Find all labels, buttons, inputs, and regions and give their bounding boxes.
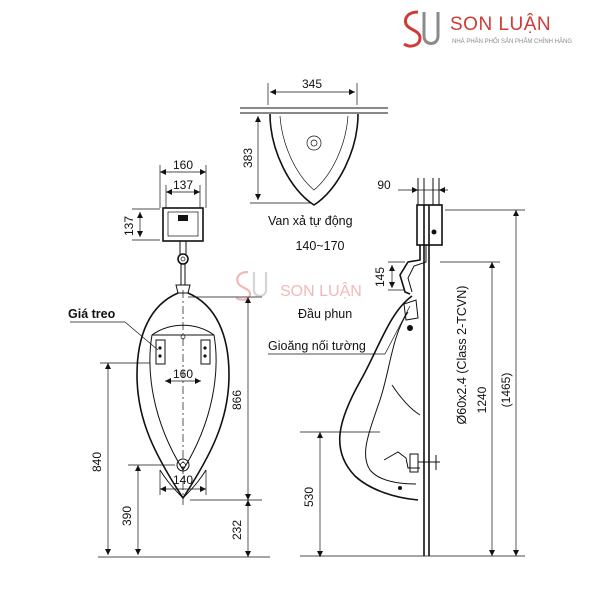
label-flush-valve: Van xả tự động: [268, 214, 353, 228]
brand-header: SON LUẬN NHÀ PHÂN PHỐI SẢN PHẨM CHÍNH HÃ…: [398, 6, 596, 54]
label-spray-head: Đầu phun: [298, 307, 352, 321]
dim-pipe-height: 1240: [475, 386, 489, 413]
dim-outlet-width: 140: [173, 473, 193, 487]
dim-bottom-gap: 232: [230, 520, 244, 540]
dim-top-width: 345: [302, 77, 322, 91]
label-pipe-spec: Ø60x2.4 (Class 2-TCVN): [455, 286, 469, 425]
dim-top-depth: 383: [241, 148, 255, 168]
dim-bowl-height: 866: [230, 390, 244, 410]
dim-total-height: (1465): [499, 373, 513, 408]
dim-inlet-range: 140~170: [295, 239, 344, 253]
label-wall-gasket: Gioăng nối tường: [268, 339, 366, 353]
dim-side-depth: 90: [377, 178, 391, 192]
watermark-text: SON LUẬN: [280, 281, 362, 300]
watermark: SON LUẬN: [235, 270, 362, 301]
brand-tagline: NHÀ PHÂN PHỐI SẢN PHẨM CHÍNH HÃNG: [452, 39, 573, 45]
dim-outlet-height: 390: [120, 506, 134, 526]
dim-sensor-height: 137: [122, 216, 136, 236]
dim-inlet-offset: 145: [373, 267, 387, 287]
front-view: 160 137 137: [68, 158, 270, 558]
top-view: 345 383 Van xả tự động 140~170: [240, 77, 388, 253]
brand-name: SON LUẬN: [450, 14, 552, 35]
label-hanger: Giá treo: [68, 307, 116, 321]
side-view: 90 145 Đầu phun: [268, 178, 525, 557]
dim-sensor-inner: 137: [173, 178, 193, 192]
brand-logo-icon: [403, 10, 440, 48]
dim-rim-height: 840: [90, 452, 104, 472]
dim-sensor-outer: 160: [173, 158, 193, 172]
dim-side-outlet-height: 530: [302, 487, 316, 507]
